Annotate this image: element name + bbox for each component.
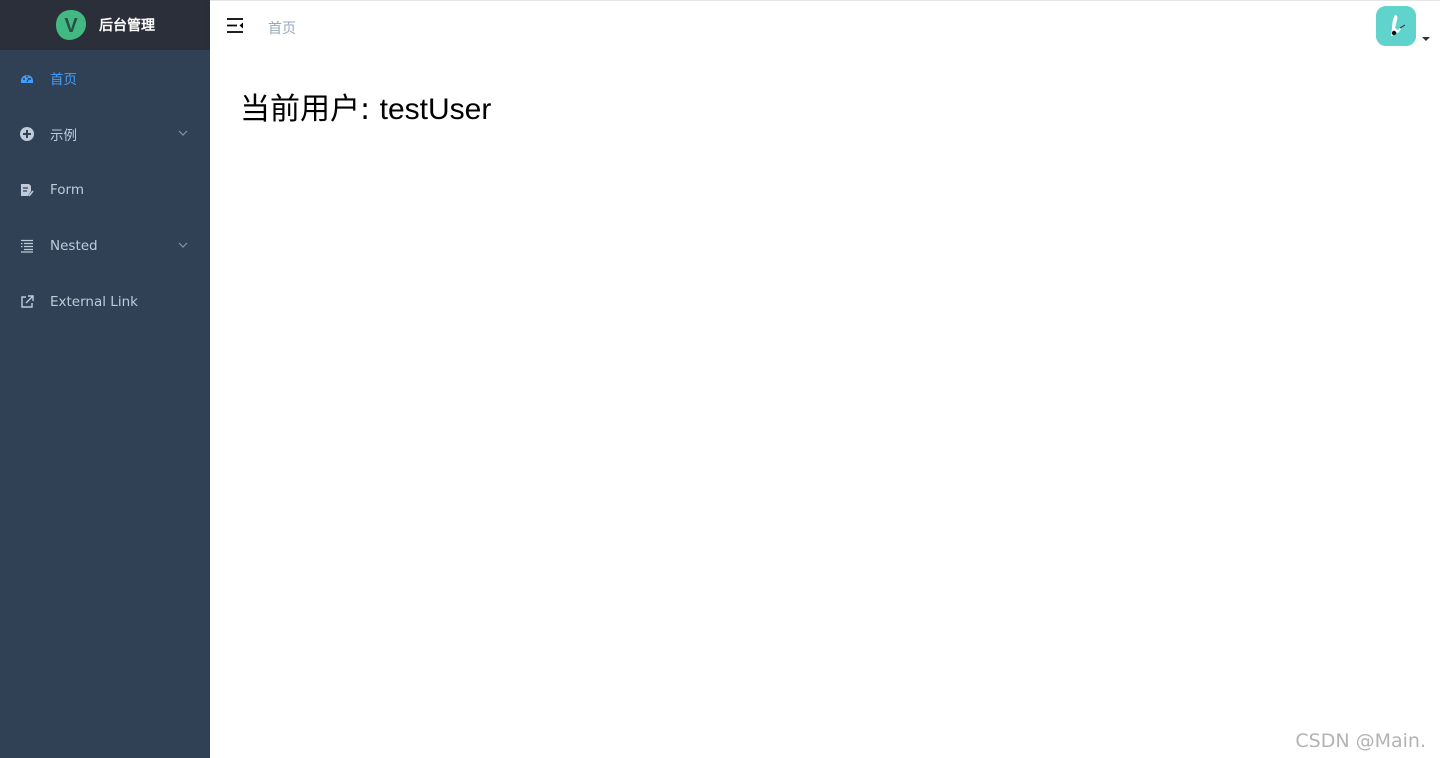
sidebar-item-label: Nested	[50, 238, 98, 254]
nested-icon	[21, 239, 33, 253]
chevron-down-icon	[178, 130, 188, 136]
chevron-down-icon	[178, 242, 188, 248]
sidebar-item-nested[interactable]: Nested	[0, 218, 210, 274]
caret-down-icon[interactable]	[1422, 36, 1430, 42]
navbar: 首页	[210, 0, 1440, 50]
current-user-label: 当前用户:	[240, 92, 380, 127]
sidebar-item-dashboard[interactable]: 首页	[0, 50, 210, 106]
sidebar-item-label: 示例	[50, 128, 77, 144]
sidebar-item-example[interactable]: 示例	[0, 106, 210, 162]
watermark: CSDN @Main.	[1295, 730, 1426, 752]
sidebar-item-label: Form	[50, 182, 85, 198]
sidebar-logo[interactable]: V 后台管理	[0, 0, 210, 50]
sidebar-item-form[interactable]: Form	[0, 162, 210, 218]
vue-logo-icon: V	[56, 10, 86, 40]
user-dropdown[interactable]	[1376, 6, 1430, 46]
example-icon	[20, 127, 34, 141]
form-icon	[21, 184, 34, 197]
sidebar-item-label: 首页	[50, 72, 77, 88]
breadcrumb[interactable]: 首页	[268, 21, 296, 37]
dashboard-icon	[21, 75, 33, 83]
sidebar-item-label: External Link	[50, 294, 138, 310]
user-avatar[interactable]	[1376, 6, 1416, 46]
app-title: 后台管理	[99, 18, 155, 34]
current-username: testUser	[379, 93, 492, 126]
sidebar: V 后台管理 首页 示例 Form Ne	[0, 0, 210, 758]
svg-text:V: V	[64, 15, 78, 37]
hamburger-icon[interactable]	[226, 17, 244, 34]
sidebar-item-external-link[interactable]: External Link	[0, 274, 210, 330]
main-content: 当前用户: testUser	[210, 50, 1440, 758]
current-user-heading: 当前用户: testUser	[240, 84, 491, 128]
external-link-icon	[21, 295, 34, 308]
